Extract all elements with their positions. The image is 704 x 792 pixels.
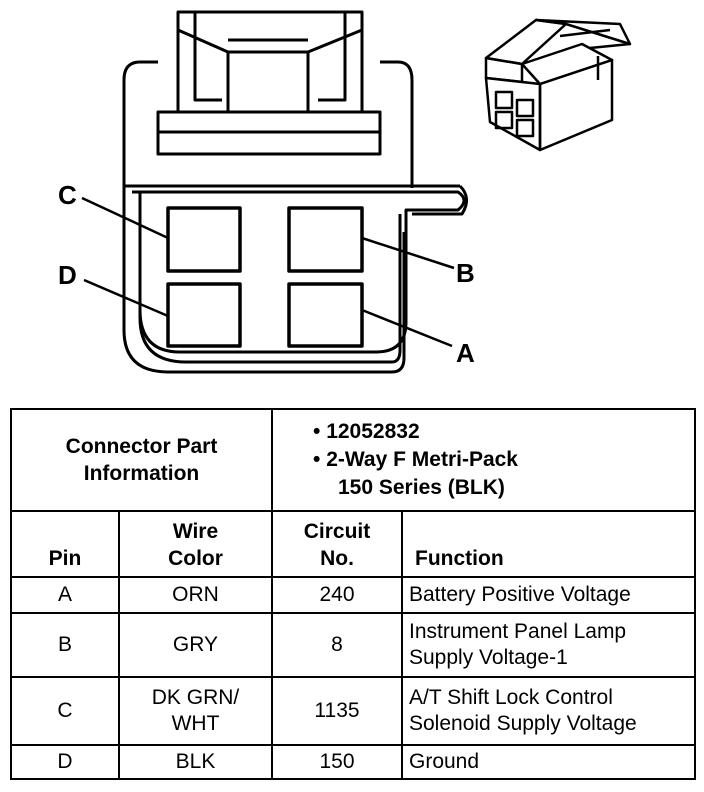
pin-label-c: C (58, 180, 77, 210)
connector-housing (122, 60, 468, 374)
cell-pin: A (10, 576, 120, 614)
cavity-b (287, 206, 364, 273)
cell-wire-color: ORN (118, 576, 273, 614)
cell-pin: D (10, 744, 120, 780)
cell-wire-color: BLK (118, 744, 273, 780)
cell-function: Battery Positive Voltage (400, 576, 697, 614)
pin-label-b: B (456, 258, 475, 288)
cell-circuit: 1135 (271, 676, 403, 746)
cell-circuit: 150 (271, 744, 403, 780)
cell-pin: C (10, 676, 120, 746)
connector-part-info-values: • 12052832 • 2-Way F Metri-Pack 150 Seri… (270, 408, 697, 512)
cell-wire-color: GRY (118, 612, 273, 678)
table-row: A ORN 240 Battery Positive Voltage (10, 576, 697, 614)
cell-wire-color: DK GRN/WHT (118, 676, 273, 746)
table-row: D BLK 150 Ground (10, 744, 697, 780)
connector-part-info-label: Connector Part Information (10, 408, 273, 512)
part-description: 2-Way F Metri-Pack (326, 448, 518, 471)
leader-lines (81, 196, 455, 348)
part-series: 150 Series (BLK) (338, 476, 505, 499)
pin-label-d: D (58, 260, 77, 290)
connector-diagram: C D B A (58, 10, 632, 374)
header-function: Function (400, 510, 697, 578)
cell-function: Ground (400, 744, 697, 780)
bullet: • (313, 448, 321, 471)
cavity-d (166, 282, 242, 348)
info-label-line: Information (83, 462, 200, 485)
header-pin: Pin (10, 510, 120, 578)
connector-latch (156, 10, 382, 156)
part-number: 12052832 (326, 420, 420, 443)
info-label-line: Connector Part (65, 435, 218, 458)
pin-label-a: A (456, 338, 475, 368)
pin-cavities (166, 206, 364, 348)
cell-pin: B (10, 612, 120, 678)
cavity-a (287, 282, 364, 348)
connector-3d-view (484, 18, 632, 152)
bullet: • (313, 420, 321, 443)
table-row: C DK GRN/WHT 1135 A/T Shift Lock Control… (10, 676, 697, 746)
cavity-c (166, 206, 242, 273)
cell-circuit: 240 (271, 576, 403, 614)
connector-info-table: Connector Part Information • 12052832 • … (10, 408, 697, 780)
cell-circuit: 8 (271, 612, 403, 678)
